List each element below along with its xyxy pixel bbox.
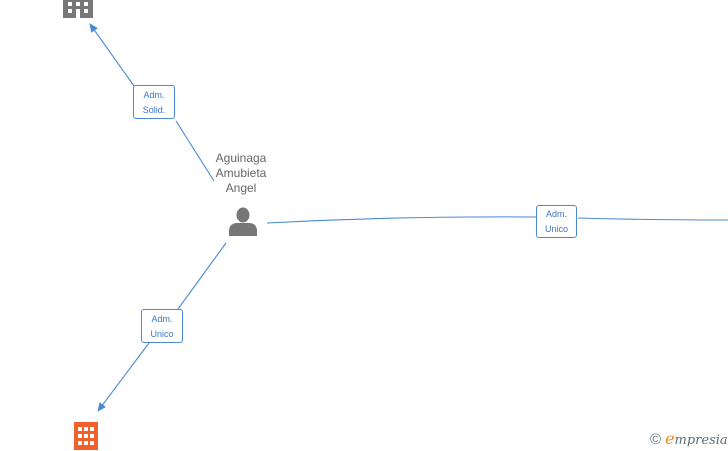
person-name-line: Angel bbox=[225, 181, 257, 195]
edge-label-line: Adm. bbox=[545, 209, 567, 219]
edge-adm-unico-bottom bbox=[98, 242, 227, 411]
brand-logo-initial: e bbox=[665, 429, 675, 448]
edge-label-line: Adm. bbox=[143, 90, 165, 100]
edge-label-adm-solid[interactable]: Adm. Solid. bbox=[133, 85, 175, 119]
edge-adm-unico-right bbox=[266, 216, 728, 224]
empresia-watermark[interactable]: ©empresia bbox=[650, 429, 728, 449]
person-name-line: Amubieta bbox=[215, 166, 267, 180]
edge-label-line: Unico bbox=[544, 224, 568, 234]
person-icon[interactable] bbox=[229, 207, 257, 237]
copyright-icon: © bbox=[650, 431, 662, 448]
building-icon-highlighted[interactable] bbox=[74, 422, 98, 450]
edge-label-line: Adm. bbox=[151, 314, 173, 324]
edge-label-adm-unico-right[interactable]: Adm. Unico bbox=[536, 205, 577, 238]
edge-label-adm-unico-bottom[interactable]: Adm. Unico bbox=[141, 309, 183, 343]
edge-adm-solid bbox=[90, 24, 215, 182]
person-name-label[interactable]: Aguinaga Amubieta Angel bbox=[201, 151, 281, 196]
building-icon[interactable] bbox=[63, 0, 93, 18]
person-name-line: Aguinaga bbox=[215, 151, 267, 165]
edge-label-line: Unico bbox=[150, 329, 174, 339]
edge-label-line: Solid. bbox=[142, 105, 166, 115]
brand-logo-text: mpresia bbox=[674, 433, 728, 448]
